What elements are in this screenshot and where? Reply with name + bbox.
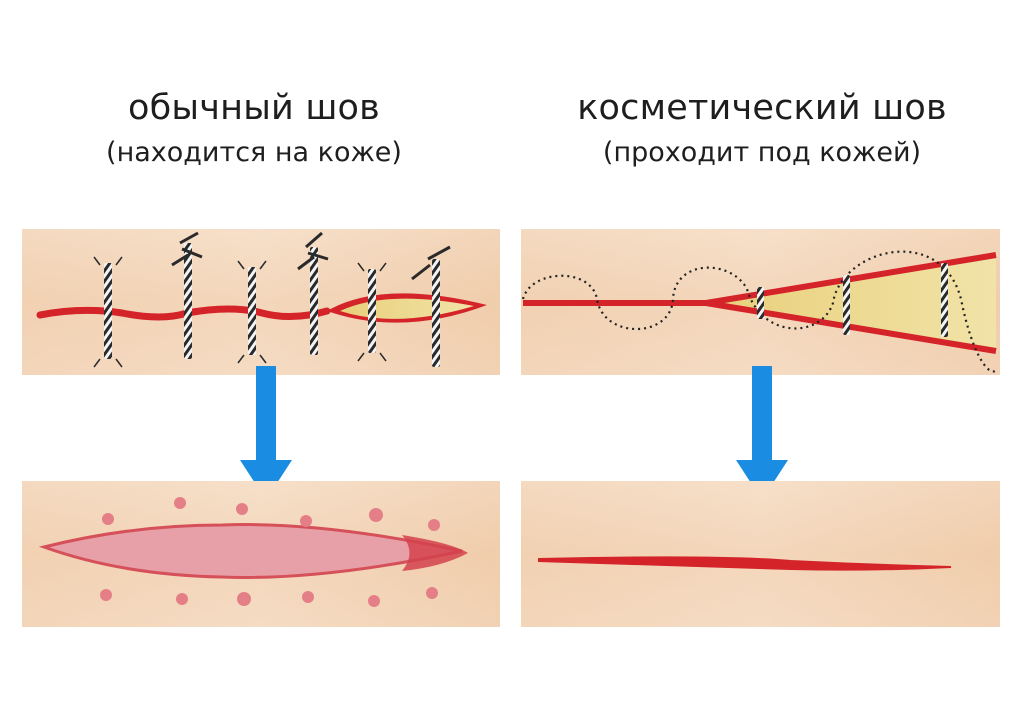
thin-scar: [538, 556, 952, 571]
cosmetic-suture-title: косметический шов: [577, 88, 947, 128]
standard-suture-title: обычный шов: [128, 88, 380, 128]
standard-suture-illustration: [22, 229, 500, 375]
standard-scar-illustration: [22, 481, 500, 627]
fat-layer: [706, 255, 996, 351]
title-block-cosmetic: косметический шов (проходит под кожей): [522, 86, 1002, 172]
puncture-marks: [100, 497, 440, 607]
title-block-standard: обычный шов (находится на коже): [14, 86, 494, 172]
down-arrow-icon: [736, 366, 788, 500]
wound-edge-lower: [705, 300, 997, 354]
cosmetic-suture-subtitle: (проходит под кожей): [602, 137, 922, 168]
down-arrow-icon: [240, 366, 292, 500]
stitch-group: [757, 263, 948, 337]
cosmetic-scar-illustration: [521, 481, 1000, 627]
standard-suture-subtitle: (находится на коже): [106, 137, 402, 168]
cosmetic-suture-illustration: [521, 229, 1000, 375]
stitch-group: [93, 231, 451, 368]
